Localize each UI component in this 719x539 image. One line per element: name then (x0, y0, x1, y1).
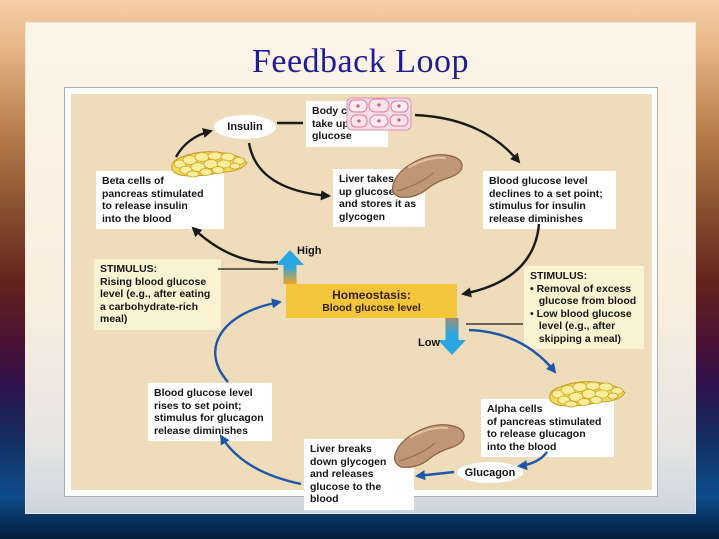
arrow-high-to-beta-cells (191, 226, 279, 264)
box-stimulus-rising: STIMULUS: Rising blood glucose level (e.… (94, 259, 221, 330)
box-stimulus-low: STIMULUS: • Removal of excess glucose fr… (524, 266, 644, 349)
slide-card: Feedback Loop Body cells take up more gl… (25, 22, 696, 514)
liver-illustration-bottom (394, 424, 465, 468)
homeostasis-title: Homeostasis: (332, 288, 411, 302)
feedback-diagram: Body cells take up more glucose Beta cel… (71, 94, 652, 510)
liver-illustration-top (392, 154, 463, 198)
box-glucose-rises: Blood glucose level rises to set point; … (148, 383, 272, 441)
glucagon-label-oval: Glucagon (457, 462, 523, 483)
arrow-liver-to-rises (219, 434, 302, 486)
homeostasis-box: Homeostasis: Blood glucose level (286, 284, 457, 318)
box-liver-takes-up: Liver takes up glucose and stores it as … (333, 169, 425, 227)
box-liver-breaks-down: Liver breaks down glycogen and releases … (304, 439, 414, 510)
box-alpha-cells: Alpha cells of pancreas stimulated to re… (481, 399, 614, 457)
body-tissue-illustration (346, 97, 412, 131)
arrow-rises-to-homeostasis (214, 298, 282, 383)
arrow-insulin-to-liver (247, 142, 332, 201)
low-label: Low (418, 337, 440, 349)
box-beta-cells: Beta cells of pancreas stimulated to rel… (96, 171, 224, 229)
arrow-glucagon-to-liver (414, 470, 455, 481)
box-glucose-declines: Blood glucose level declines to a set po… (483, 171, 616, 229)
insulin-label-oval: Insulin (214, 115, 276, 139)
low-down-arrow (438, 318, 466, 355)
page-title: Feedback Loop (251, 43, 470, 80)
pancreas-illustration-alpha (549, 381, 626, 408)
high-label: High (297, 245, 322, 257)
pancreas-illustration-beta (171, 151, 248, 178)
homeostasis-subtitle: Blood glucose level (322, 302, 421, 314)
